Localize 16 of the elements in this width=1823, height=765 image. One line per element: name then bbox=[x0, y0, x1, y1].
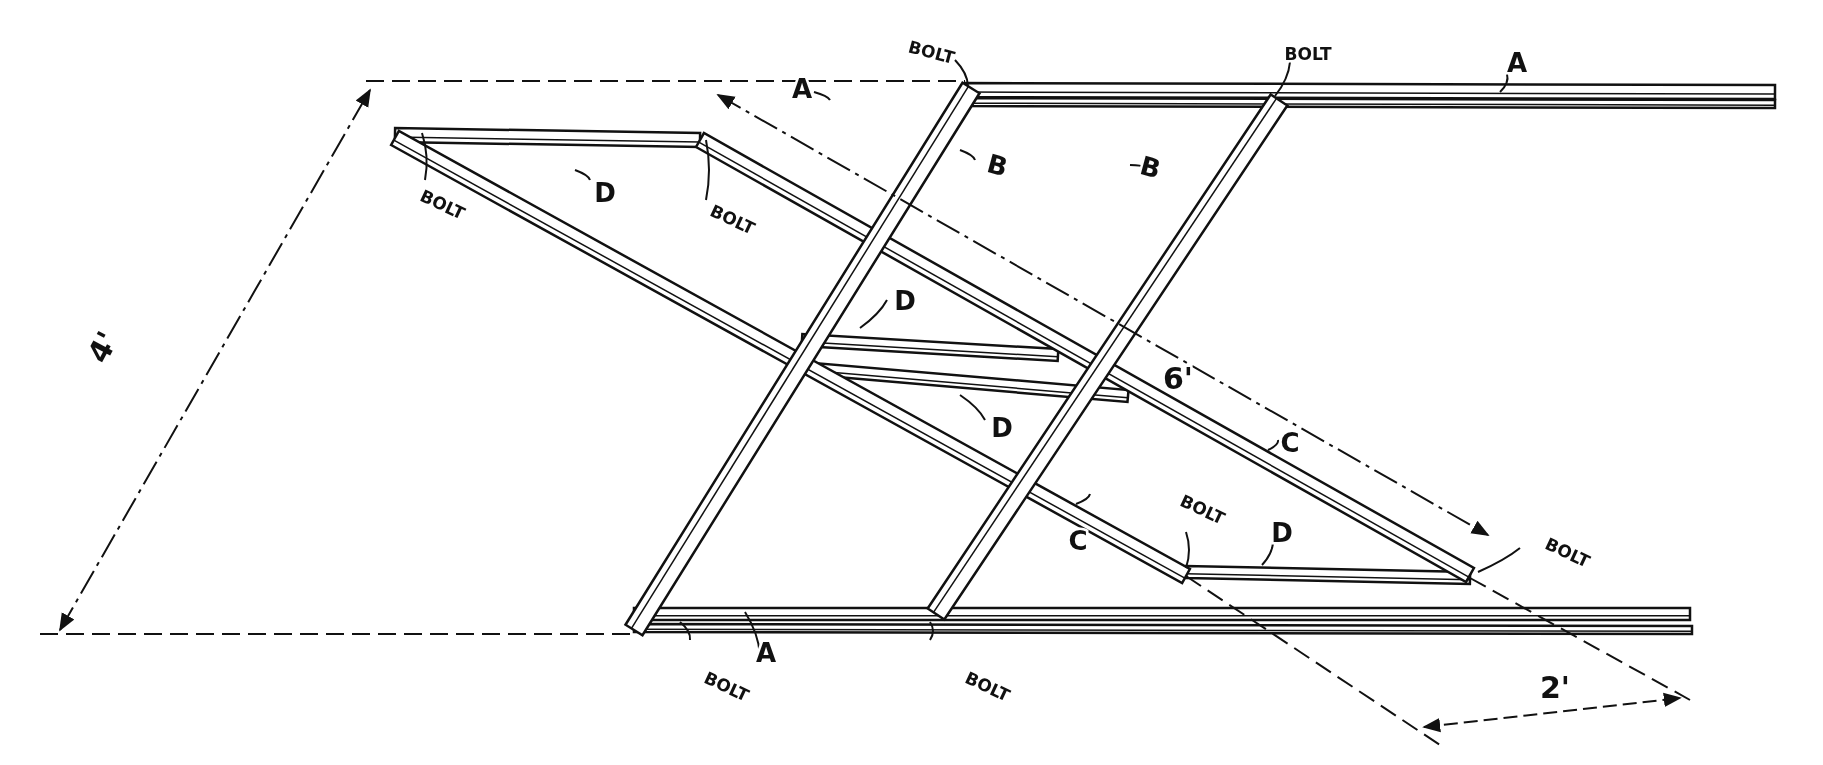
part-label: D bbox=[894, 286, 916, 316]
part-label: A bbox=[791, 74, 813, 104]
dimension-label: 2' bbox=[1539, 670, 1571, 705]
dimension-label: 4' bbox=[80, 325, 126, 369]
part-label: BOLT bbox=[1284, 44, 1332, 64]
part-label: D bbox=[594, 178, 616, 208]
part-label: D bbox=[1271, 518, 1293, 548]
part-label: D bbox=[991, 413, 1013, 443]
part-label: B bbox=[1136, 150, 1164, 185]
part-label: C bbox=[1280, 428, 1300, 458]
part-label: A bbox=[755, 638, 777, 668]
part-label: C bbox=[1068, 526, 1088, 556]
part-label: A bbox=[1506, 48, 1528, 78]
part-label: B bbox=[983, 148, 1011, 183]
dimension-label: 6' bbox=[1162, 361, 1194, 396]
part-label: BOLT bbox=[906, 36, 957, 68]
